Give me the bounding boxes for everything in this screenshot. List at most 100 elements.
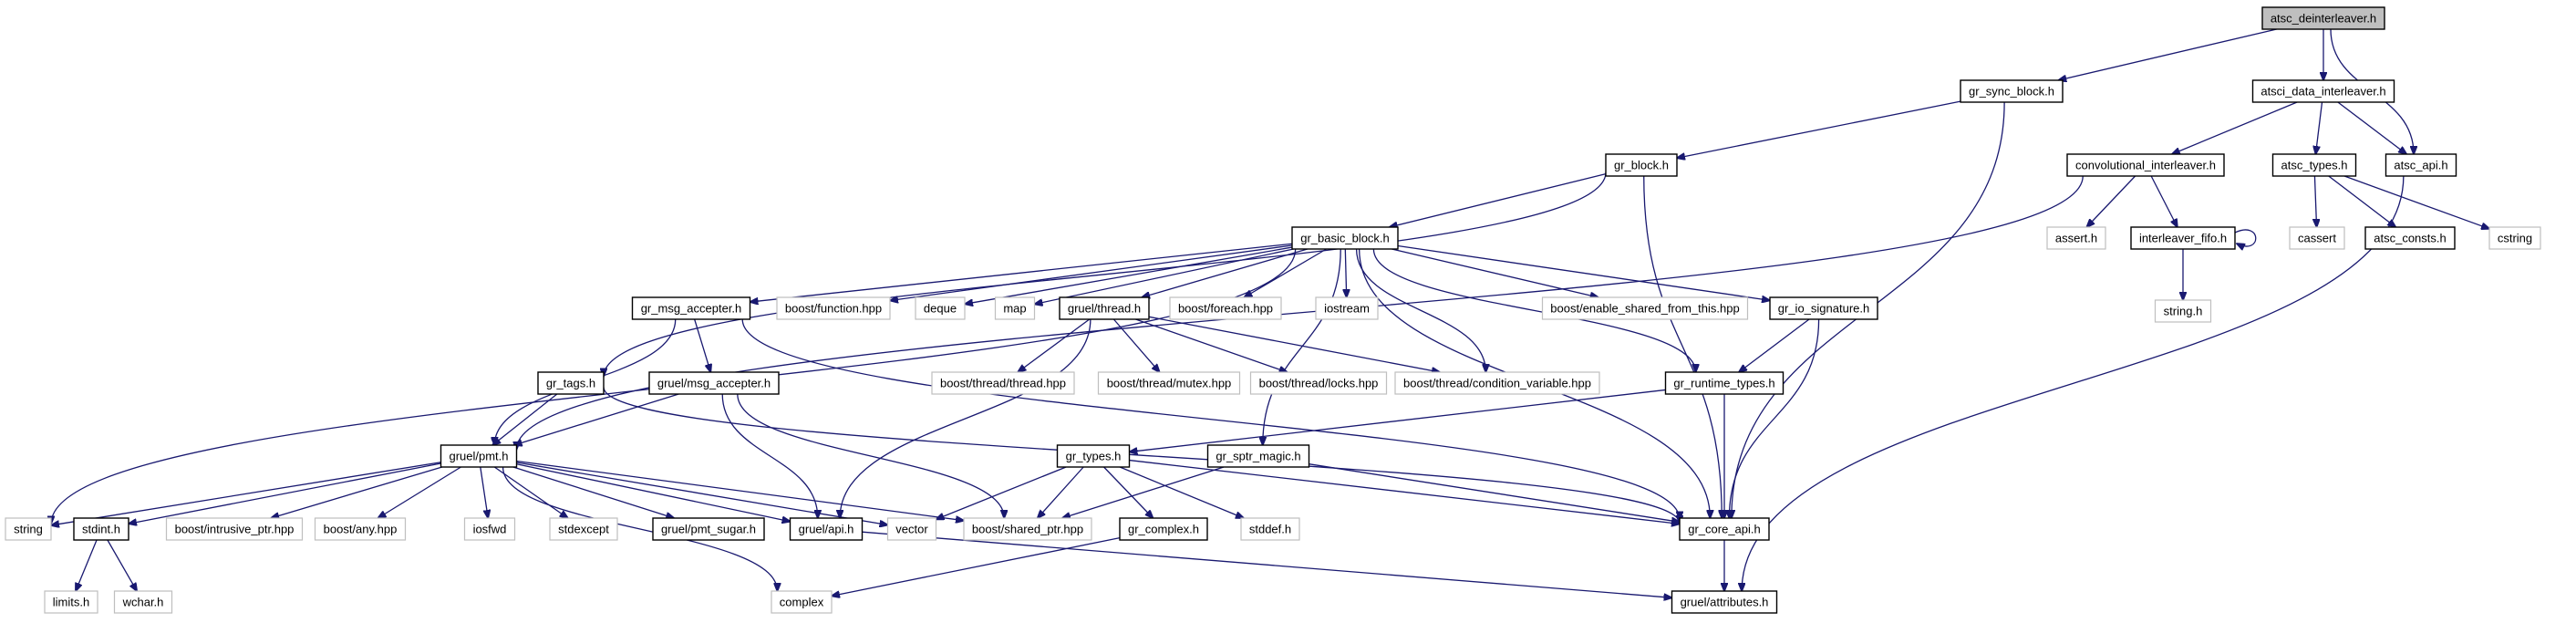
node-gruel-pmt-h[interactable]: gruel/pmt.h xyxy=(440,444,518,468)
node-gr-sptr-magic-h[interactable]: gr_sptr_magic.h xyxy=(1206,444,1310,468)
node-complex: complex xyxy=(771,590,833,614)
node-label: map xyxy=(1003,302,1026,316)
node-box xyxy=(2251,79,2395,103)
edge-convolutional-interleaver-h-to-gruel-pmt-h xyxy=(517,175,2084,450)
edge-atsci-data-interleaver-h-to-atsc-types-h xyxy=(2315,101,2323,154)
node-box xyxy=(1541,296,1749,320)
node-box xyxy=(1769,296,1878,320)
edge-gruel-msg-accepter-h-to-gruel-api-h xyxy=(721,393,818,518)
edge-gruel-thread-h-to-gruel-api-h xyxy=(840,318,1091,518)
node-label: gr_runtime_types.h xyxy=(1673,377,1774,390)
node-gr-complex-h[interactable]: gr_complex.h xyxy=(1119,517,1208,541)
node-boost-thread-condvar-hpp: boost/thread/condition_variable.hpp xyxy=(1394,371,1600,395)
node-convolutional-interleaver-h[interactable]: convolutional_interleaver.h xyxy=(2066,153,2225,177)
node-gr-tags-h[interactable]: gr_tags.h xyxy=(537,371,605,395)
edge-gruel-thread-h-to-boost-thread-locks-hpp xyxy=(1135,318,1287,372)
node-label: boost/thread/thread.hpp xyxy=(940,377,1066,390)
edge-gruel-pmt-h-to-boost-any-hpp xyxy=(378,466,461,518)
edge-atsci-data-interleaver-h-to-convolutional-interleaver-h xyxy=(2172,101,2298,154)
edge-atsc-types-h-to-atsc-consts-h xyxy=(2328,175,2396,227)
node-atsc-deinterleaver-h[interactable]: atsc_deinterleaver.h xyxy=(2261,6,2385,30)
node-box xyxy=(1679,517,1770,541)
node-label: string xyxy=(14,523,43,536)
node-gr-basic-block-h[interactable]: gr_basic_block.h xyxy=(1291,226,1399,250)
edge-gr-basic-block-h-to-gr-io-signature-h xyxy=(1397,244,1770,301)
node-box xyxy=(549,517,618,541)
node-label: deque xyxy=(924,302,957,316)
node-box xyxy=(440,444,518,468)
node-gr-msg-accepter-h[interactable]: gr_msg_accepter.h xyxy=(631,296,751,320)
node-box xyxy=(1605,153,1678,177)
node-gr-types-h[interactable]: gr_types.h xyxy=(1056,444,1131,468)
node-boost-any-hpp: boost/any.hpp xyxy=(314,517,407,541)
node-gr-io-signature-h[interactable]: gr_io_signature.h xyxy=(1769,296,1878,320)
node-label: boost/foreach.hpp xyxy=(1178,302,1273,316)
node-interleaver-fifo-h[interactable]: interleaver_fifo.h xyxy=(2130,226,2236,250)
node-box xyxy=(5,517,52,541)
edge-gr-basic-block-h-to-iostream xyxy=(1345,248,1346,297)
node-gruel-api-h[interactable]: gruel/api.h xyxy=(789,517,864,541)
node-label: boost/intrusive_ptr.hpp xyxy=(175,523,295,536)
node-box xyxy=(886,517,937,541)
node-label: gruel/thread.h xyxy=(1068,302,1141,316)
edge-gr-block-h-to-gr-tags-h xyxy=(604,171,1607,377)
node-box xyxy=(1097,371,1241,395)
node-gruel-msg-accepter-h[interactable]: gruel/msg_accepter.h xyxy=(648,371,780,395)
edge-gr-sptr-magic-h-to-boost-shared-ptr-hpp xyxy=(1062,466,1225,518)
edge-gr-basic-block-h-to-gr-msg-accepter-h xyxy=(750,243,1293,302)
node-gr-sync-block-h[interactable]: gr_sync_block.h xyxy=(1960,79,2064,103)
node-gr-runtime-types-h[interactable]: gr_runtime_types.h xyxy=(1664,371,1785,395)
node-box xyxy=(2289,226,2345,250)
edge-gr-sptr-magic-h-to-gr-core-api-h xyxy=(1309,463,1681,523)
node-label: gr_sptr_magic.h xyxy=(1216,450,1300,463)
node-assert-h: assert.h xyxy=(2046,226,2106,250)
node-box xyxy=(165,517,304,541)
node-label: gr_block.h xyxy=(1614,159,1669,172)
node-box xyxy=(2154,299,2212,323)
node-box xyxy=(2488,226,2541,250)
node-gruel-attributes-h[interactable]: gruel/attributes.h xyxy=(1671,590,1778,614)
node-label: atsc_types.h xyxy=(2281,159,2348,172)
edge-gr-basic-block-h-to-map xyxy=(1035,248,1294,304)
node-cassert: cassert xyxy=(2289,226,2345,250)
node-gruel-pmt-sugar-h[interactable]: gruel/pmt_sugar.h xyxy=(652,517,765,541)
node-atsc-api-h[interactable]: atsc_api.h xyxy=(2385,153,2457,177)
node-label: cassert xyxy=(2298,232,2336,245)
edge-atsci-data-interleaver-h-to-atsc-api-h xyxy=(2337,101,2406,154)
node-box xyxy=(314,517,407,541)
node-label: gruel/attributes.h xyxy=(1681,596,1769,609)
edge-gruel-pmt-h-to-gruel-api-h xyxy=(516,463,791,522)
node-box xyxy=(1169,296,1282,320)
node-gr-core-api-h[interactable]: gr_core_api.h xyxy=(1679,517,1770,541)
node-iostream: iostream xyxy=(1315,296,1379,320)
edge-gr-types-h-to-stddef-h xyxy=(1119,466,1244,518)
node-stdint-h[interactable]: stdint.h xyxy=(73,517,129,541)
node-boost-thread-thread-hpp: boost/thread/thread.hpp xyxy=(931,371,1075,395)
node-label: cstring xyxy=(2498,232,2532,245)
edge-gr-basic-block-h-to-gruel-thread-h xyxy=(1142,248,1309,297)
node-gruel-thread-h[interactable]: gruel/thread.h xyxy=(1059,296,1150,320)
edge-gr-msg-accepter-h-to-gr-core-api-h xyxy=(741,318,1680,520)
node-map: map xyxy=(994,296,1036,320)
node-label: gr_complex.h xyxy=(1128,523,1199,536)
node-box xyxy=(789,517,864,541)
edge-atsc-types-h-to-cassert xyxy=(2314,175,2316,227)
node-gr-block-h[interactable]: gr_block.h xyxy=(1605,153,1678,177)
node-box xyxy=(2271,153,2357,177)
edge-gruel-thread-h-to-boost-thread-thread-hpp xyxy=(1018,318,1091,372)
node-atsci-data-interleaver-h[interactable]: atsci_data_interleaver.h xyxy=(2251,79,2395,103)
edge-gr-types-h-to-vector xyxy=(936,466,1067,519)
edge-gr-types-h-to-gr-complex-h xyxy=(1103,466,1154,518)
node-label: vector xyxy=(895,523,928,536)
node-atsc-consts-h[interactable]: atsc_consts.h xyxy=(2364,226,2456,250)
node-label: boost/any.hpp xyxy=(324,523,398,536)
node-label: complex xyxy=(780,596,824,609)
node-iosfwd: iosfwd xyxy=(463,517,516,541)
node-box xyxy=(1056,444,1131,468)
node-box xyxy=(2385,153,2457,177)
node-atsc-types-h[interactable]: atsc_types.h xyxy=(2271,153,2357,177)
node-stdexcept: stdexcept xyxy=(549,517,618,541)
edge-gr-block-h-to-gr-basic-block-h xyxy=(1390,172,1607,227)
edge-convolutional-interleaver-h-to-interleaver-fifo-h xyxy=(2150,175,2178,227)
node-box xyxy=(1664,371,1785,395)
